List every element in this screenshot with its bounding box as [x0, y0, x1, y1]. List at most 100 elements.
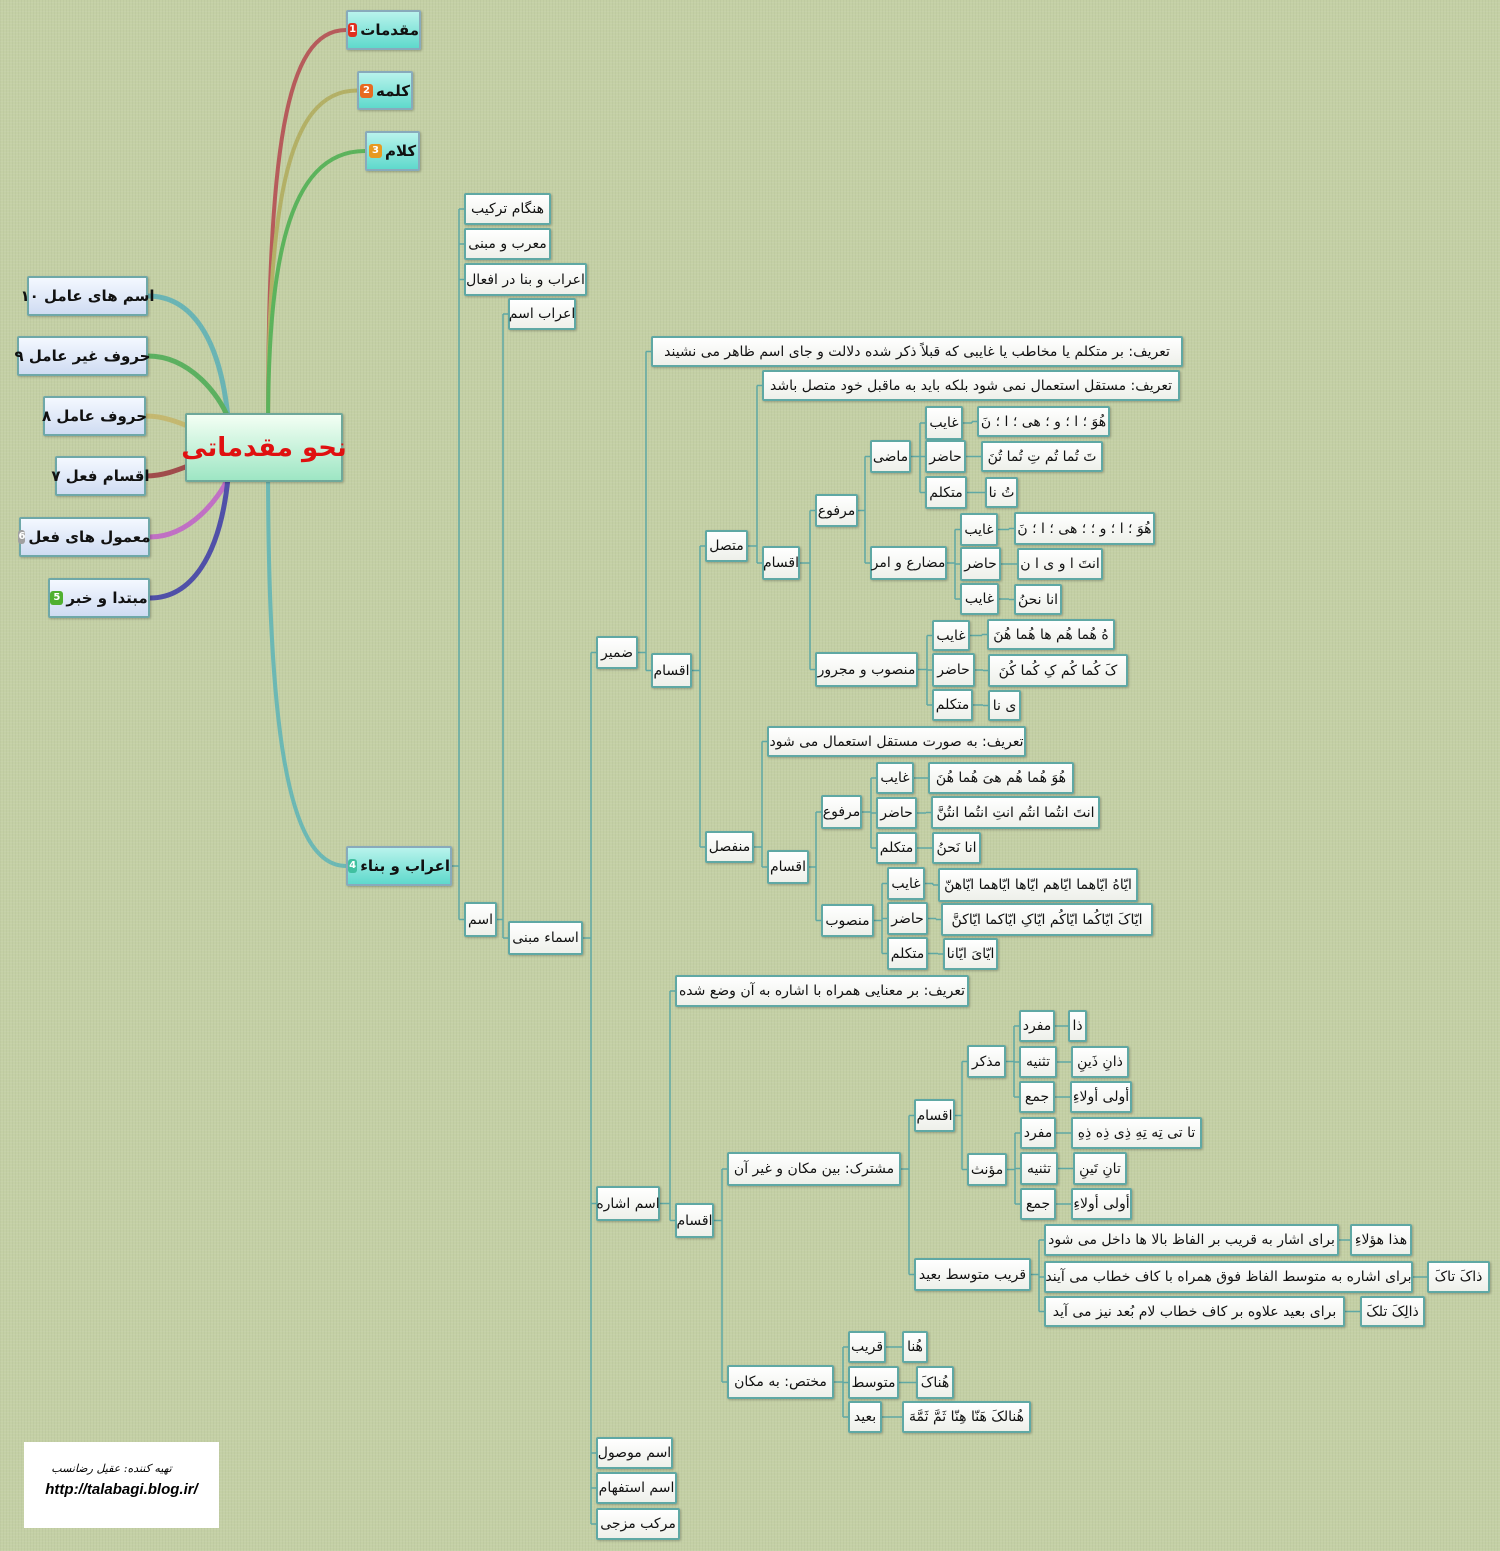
topic-label: معرب و مبنی	[468, 236, 547, 252]
branch-l7[interactable]: اقسام فعل ۷	[51, 456, 150, 496]
topic-fr-g[interactable]: غایب	[876, 762, 914, 794]
topic-k3-v[interactable]: هُنالکَ هَنّا هِنّا ثَمَّ ثَمَّهَ	[902, 1401, 1031, 1433]
topic-f-mansub[interactable]: منصوب	[821, 904, 874, 937]
credit-url[interactable]: http://talabagi.blog.ir/	[45, 1481, 198, 1498]
topic-k3[interactable]: بعید	[848, 1401, 882, 1433]
topic-mz-g-v[interactable]: هُوَ ؛ ا ؛ و ؛ هی ؛ ا ؛ نَ	[977, 406, 1110, 437]
topic-erab-esm[interactable]: اعراب اسم	[508, 298, 576, 330]
topic-m-aqsam[interactable]: اقسام	[762, 546, 800, 580]
topic-mokhtas[interactable]: مختص: به مکان	[727, 1365, 834, 1399]
topic-afal[interactable]: اعراب و بنا در افعال	[464, 263, 587, 296]
topic-q1[interactable]: برای اشار به قریب بر الفاظ بالا ها داخل …	[1044, 1224, 1339, 1256]
topic-fr-m[interactable]: متکلم	[876, 832, 917, 864]
topic-e-aqsam[interactable]: اقسام	[675, 1203, 714, 1238]
topic-hengam[interactable]: هنگام ترکیب	[464, 193, 551, 225]
topic-mn-m-v[interactable]: ی نا	[988, 690, 1021, 721]
topic-fr-m-v[interactable]: انا نَحنُ	[932, 832, 981, 864]
topic-mz-h[interactable]: حاضر	[925, 440, 966, 473]
topic-mo1-v[interactable]: تا تی تِه تِهِ ذِی ذِه ذِهِ	[1071, 1117, 1202, 1149]
topic-ms-aqsam[interactable]: اقسام	[914, 1099, 955, 1132]
topic-mz3[interactable]: جمع	[1019, 1081, 1055, 1113]
topic-fs-m[interactable]: متکلم	[887, 937, 928, 970]
topic-mo3-v[interactable]: أولی أولاءِ	[1071, 1188, 1132, 1220]
topic-mn-g-v[interactable]: هُ هُما هُم ها هُما هُنَ	[987, 619, 1115, 650]
topic-k2-v[interactable]: هُناکَ	[916, 1366, 954, 1399]
topic-mo-g2-v[interactable]: انا نحنُ	[1014, 584, 1062, 615]
topic-eshare[interactable]: اسم اشاره	[596, 1186, 660, 1221]
topic-q3-v[interactable]: ذالِکَ تلکَ	[1360, 1296, 1425, 1327]
topic-mo-g-v[interactable]: هُوَ ؛ ا ؛ و ؛ ؛ هی ؛ ا ؛ نَ	[1014, 512, 1155, 545]
topic-z-def[interactable]: تعریف: بر متکلم یا مخاطب یا غایبی که قبل…	[651, 336, 1183, 367]
topic-fr-h[interactable]: حاضر	[876, 797, 917, 829]
topic-mz1-v[interactable]: ذا	[1068, 1010, 1087, 1042]
topic-qmb[interactable]: قریب متوسط بعید	[914, 1258, 1031, 1291]
topic-mz-m[interactable]: متکلم	[925, 476, 967, 509]
branch-l8[interactable]: حروف عامل ۸	[42, 396, 147, 436]
topic-q2[interactable]: برای اشاره به متوسط الفاظ فوق همراه با ک…	[1044, 1261, 1413, 1293]
topic-q2-v[interactable]: ذاکَ تاکَ	[1427, 1261, 1490, 1293]
topic-m-def[interactable]: تعریف: مستقل استعمال نمی شود بلکه باید ب…	[762, 370, 1180, 401]
topic-fs-h[interactable]: حاضر	[887, 902, 928, 935]
topic-mz1[interactable]: مفرد	[1019, 1010, 1055, 1042]
topic-mowsul[interactable]: اسم موصول	[596, 1437, 673, 1469]
central-topic[interactable]: نحو مقدماتی	[181, 413, 347, 482]
topic-mz2-v[interactable]: ذانِ ذَینِ	[1071, 1046, 1129, 1078]
topic-esm[interactable]: اسم	[464, 902, 497, 937]
topic-monfasel[interactable]: منفصل	[705, 831, 754, 863]
topic-f-aqsam[interactable]: اقسام	[767, 850, 809, 884]
topic-k1[interactable]: قریب	[848, 1331, 886, 1363]
topic-fs-m-v[interactable]: ایّایَ ایّانا	[943, 938, 998, 970]
topic-fs-g-v[interactable]: ایّاهُ ایّاهما ایّاهم ایّاها ایّاهما ایّ…	[938, 868, 1138, 902]
branch-l10[interactable]: اسم های عامل ۱۰	[21, 276, 154, 316]
topic-m-mansub[interactable]: منصوب و مجرور	[815, 652, 918, 687]
topic-moshtarak[interactable]: مشترک: بین مکان و غیر آن	[727, 1152, 901, 1186]
topic-asma-mabni[interactable]: اسماء مبنی	[508, 921, 583, 955]
topic-mo-h[interactable]: حاضر	[960, 547, 1001, 581]
topic-fs-h-v[interactable]: ایّاکَ ایّاکُما ایّاکُم ایّاکِ ایّاکما ا…	[941, 903, 1153, 936]
topic-mo1[interactable]: مفرد	[1020, 1117, 1056, 1149]
topic-mn-h-v[interactable]: کَ کُما کُم کِ کُما کُنَ	[988, 654, 1128, 687]
topic-fs-g[interactable]: غایب	[887, 867, 925, 900]
topic-mo2-v[interactable]: تانِ تَینِ	[1073, 1152, 1127, 1185]
topic-mo-h-v[interactable]: انتَ ا و ی ا ن	[1017, 548, 1103, 580]
topic-e-def[interactable]: تعریف: بر معنایی همراه با اشاره به آن وض…	[675, 975, 969, 1007]
topic-mozakkar[interactable]: مذکر	[967, 1045, 1006, 1078]
topic-fr-g-v[interactable]: هُوَ هُما هُم هیَ هُما هُنَ	[928, 762, 1074, 794]
topic-fr-h-v[interactable]: انتَ انتُما انتُم انتِ انتُما انتُنَّ	[931, 796, 1100, 829]
topic-q3[interactable]: برای بعید علاوه بر کاف خطاب لام بُعد نیز…	[1044, 1296, 1345, 1327]
topic-k1-v[interactable]: هُنا	[902, 1331, 928, 1363]
topic-mz-g[interactable]: غایب	[925, 406, 963, 440]
topic-mo3[interactable]: جمع	[1020, 1188, 1056, 1220]
topic-moannas[interactable]: مؤنث	[967, 1153, 1007, 1186]
topic-mo-g[interactable]: غایب	[960, 513, 998, 546]
topic-mz2[interactable]: تثنیه	[1019, 1046, 1057, 1078]
topic-mottasel[interactable]: متصل	[705, 530, 748, 562]
topic-mn-m[interactable]: متکلم	[932, 689, 973, 721]
topic-moarab[interactable]: معرب و مبنی	[464, 228, 551, 260]
topic-m-marfu[interactable]: مرفوع	[815, 494, 858, 527]
topic-mz-h-v[interactable]: تَ تُما تُم تِ تُما تُنَ	[981, 441, 1103, 472]
topic-mo2[interactable]: تثنیه	[1020, 1152, 1058, 1185]
topic-mn-g[interactable]: غایب	[932, 620, 970, 651]
topic-zamir[interactable]: ضمیر	[596, 636, 638, 669]
branch-l9[interactable]: حروف غیر عامل ۹	[15, 336, 150, 376]
topic-mozare[interactable]: مضارع و امر	[870, 546, 947, 580]
topic-morakkab[interactable]: مرکب مزجی	[596, 1508, 680, 1540]
topic-f-marfu[interactable]: مرفوع	[821, 795, 862, 829]
topic-mn-h[interactable]: حاضر	[932, 653, 975, 687]
topic-q1-v[interactable]: هذا هؤلاءِ	[1350, 1224, 1412, 1256]
topic-mo-g2[interactable]: غایب	[960, 583, 999, 615]
topic-mazi[interactable]: ماضی	[870, 440, 911, 473]
topic-z-aqsam[interactable]: اقسام	[651, 653, 692, 688]
topic-mz-m-v[interactable]: تُ نا	[985, 477, 1018, 508]
topic-estefham[interactable]: اسم استفهام	[596, 1472, 677, 1504]
topic-f-def[interactable]: تعریف: به صورت مستقل استعمال می شود	[767, 726, 1026, 757]
topic-mz3-v[interactable]: أولی أولاءِ	[1070, 1081, 1132, 1113]
topic-k2[interactable]: متوسط	[848, 1366, 899, 1399]
